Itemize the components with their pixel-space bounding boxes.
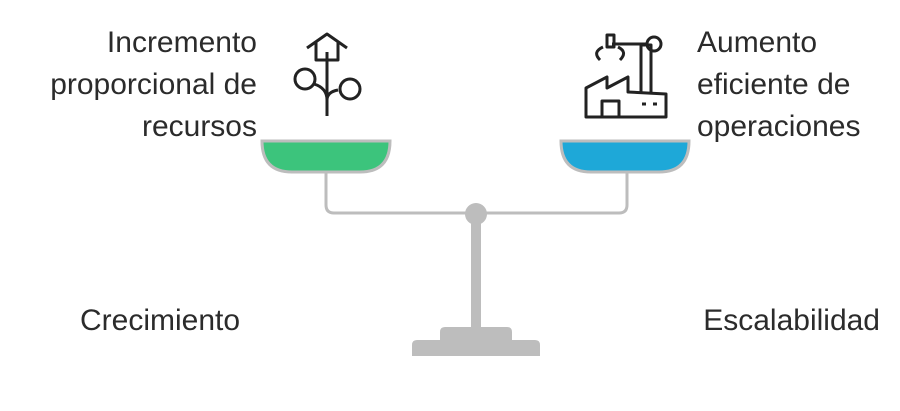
right-title: Escalabilidad <box>703 304 880 337</box>
growth-plant-icon <box>293 32 362 116</box>
scale-pivot <box>465 203 487 225</box>
left-description-line: recursos <box>141 110 257 143</box>
left-title: Crecimiento <box>80 304 241 337</box>
right-description: Aumento eficiente de operaciones <box>697 22 860 148</box>
left-description-line: Incremento <box>106 26 257 59</box>
right-pan <box>559 139 691 174</box>
left-pan <box>260 139 392 174</box>
scale-base-top <box>440 327 512 340</box>
right-description-line: operaciones <box>697 110 861 143</box>
scale-post <box>471 213 481 331</box>
right-description-line: Aumento <box>697 26 818 59</box>
left-description-line: proporcional de <box>50 68 257 101</box>
right-description-line: eficiente de <box>697 68 851 101</box>
left-description: Incremento proporcional de recursos <box>50 22 257 148</box>
scale-base <box>412 340 540 356</box>
factory-robot-arm-icon <box>584 33 668 119</box>
